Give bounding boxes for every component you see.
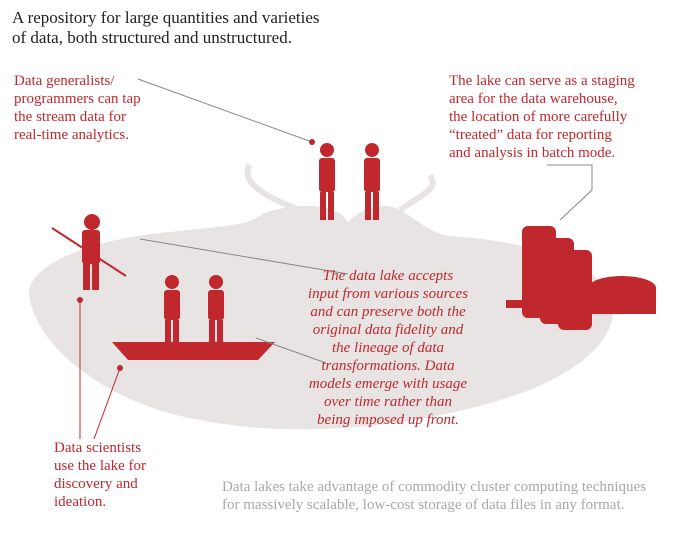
- boat-icon: [112, 275, 275, 360]
- generalists-figures-icon: [319, 143, 380, 220]
- footer-note: Data lakes take advantage of commodity c…: [222, 479, 647, 513]
- leader-dot: [309, 139, 315, 145]
- stream-ripple: [398, 173, 436, 213]
- storage-tanks-icon: [506, 226, 656, 330]
- callout-center: The data lake accepts input from various…: [307, 268, 469, 428]
- leader-dot: [117, 365, 123, 371]
- leader-dot: [77, 297, 83, 303]
- callout-staging: The lake can serve as a staging area for…: [449, 73, 635, 161]
- callout-generalists: Data generalists/ programmers can tap th…: [14, 73, 141, 143]
- page-title: A repository for large quantities and va…: [12, 8, 320, 47]
- callout-leader-lines: [79, 300, 121, 440]
- callout-scientists: Data scientists use the lake for discove…: [54, 440, 147, 510]
- stream-ripple: [244, 163, 302, 213]
- callout-leader-lines: [137, 78, 593, 364]
- lake-shape: [28, 205, 614, 430]
- fishing-pole: [51, 227, 127, 277]
